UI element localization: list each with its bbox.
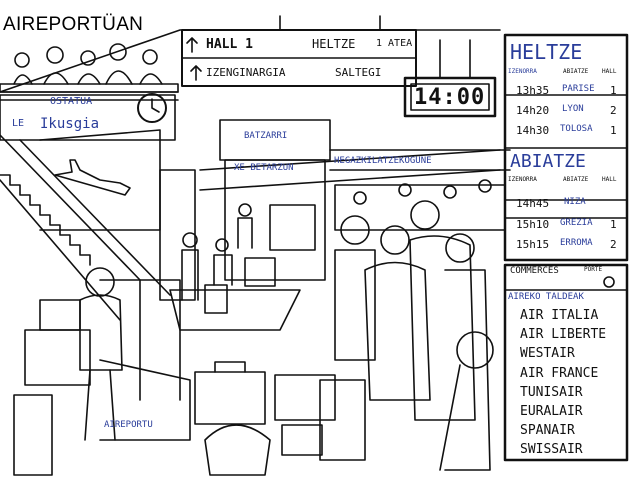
arrivals-heading: ABIATZE: [510, 151, 586, 172]
hanging-digital-clock: [403, 39, 497, 118]
airline-item-6: EURALAIR: [520, 404, 583, 419]
departures-heading: HELTZE: [510, 40, 583, 64]
departures-row-1-city: PARISE: [562, 84, 595, 94]
digital-clock-text: 14:00: [414, 85, 486, 110]
arrivals-col-1: IZENORRA: [508, 176, 537, 183]
arrivals-row-2-hall: 1: [610, 218, 617, 231]
departures-col-2: ABIATZE: [563, 68, 589, 75]
top-sign-middle-1: HELTZE: [312, 37, 356, 51]
tourist-group: [274, 200, 494, 471]
arrivals-row-1-time: 14h45: [516, 197, 550, 210]
airline-item-7: SPANAIR: [520, 423, 575, 438]
airline-item-8: SWISSAIR: [520, 442, 583, 457]
central-hall: [159, 119, 331, 331]
balcony: [0, 43, 179, 101]
arrivals-row-3-city: ERROMA: [560, 238, 593, 248]
airline-item-2: AIR LIBERTE: [520, 327, 607, 342]
ground-luggage: [99, 359, 323, 476]
top-sign-right-2: SALTEGI: [335, 66, 382, 79]
top-sign-right-1: 1 ATEA: [376, 38, 413, 49]
departures-col-1: IZENORRA: [508, 68, 537, 75]
arrivals-row-3-hall: 2: [610, 238, 617, 251]
departures-row-2-city: LYON: [562, 104, 584, 114]
aireportu-sign: AIREPORTU: [104, 420, 153, 430]
commerces-label: COMMERCES: [510, 266, 559, 276]
batzarri-sign: BATZARRI: [244, 131, 288, 141]
departures-row-3-hall: 1: [610, 124, 617, 137]
arrivals-row-2-time: 15h10: [516, 218, 550, 231]
ostatua-label: OSTATUA: [50, 96, 93, 107]
departures-col-3: HALL: [602, 68, 617, 75]
departures-row-2-hall: 2: [610, 104, 617, 117]
airline-item-1: AIR ITALIA: [520, 308, 599, 323]
traveler-left: [13, 267, 123, 476]
airline-item-4: AIR FRANCE: [520, 366, 599, 381]
ikusgia-label: Ikusgia: [40, 116, 100, 132]
arrivals-col-3: HALL: [602, 176, 617, 183]
ostatua-structure: [0, 93, 176, 141]
top-sign-left-1: HALL 1: [206, 37, 253, 52]
escalator: [0, 134, 181, 401]
page-title: AIREPORTÜAN: [3, 14, 144, 35]
airlines-heading: AIREKO TALDEAK: [508, 292, 584, 302]
hegazkilatzeko-sign: HEGAZKILATZEKOGUNE: [334, 156, 432, 166]
commerces-sub: PORTE: [584, 266, 603, 273]
xe-betarzun-sign: XE BETARZUN: [234, 163, 294, 173]
departures-row-3-time: 14h30: [516, 124, 550, 137]
departures-row-2-time: 14h20: [516, 104, 550, 117]
arrivals-row-3-time: 15h15: [516, 238, 550, 251]
airline-item-5: TUNISAIR: [520, 385, 583, 400]
departures-row-1-hall: 1: [610, 84, 617, 97]
airline-item-3: WESTAIR: [520, 346, 575, 361]
departures-row-3-city: TOLOSA: [560, 124, 593, 134]
right-information-board: [503, 33, 629, 462]
departures-row-1-time: 13h35: [516, 84, 550, 97]
arrivals-col-2: ABIATZE: [563, 176, 589, 183]
arrivals-row-2-city: GREZIA: [560, 218, 593, 228]
top-direction-sign: [181, 15, 417, 87]
arrivals-row-1-city: NIZA: [564, 197, 586, 207]
top-sign-left-2: IZENGINARGIA: [206, 66, 286, 79]
le-prefix-label: LE: [12, 118, 25, 129]
